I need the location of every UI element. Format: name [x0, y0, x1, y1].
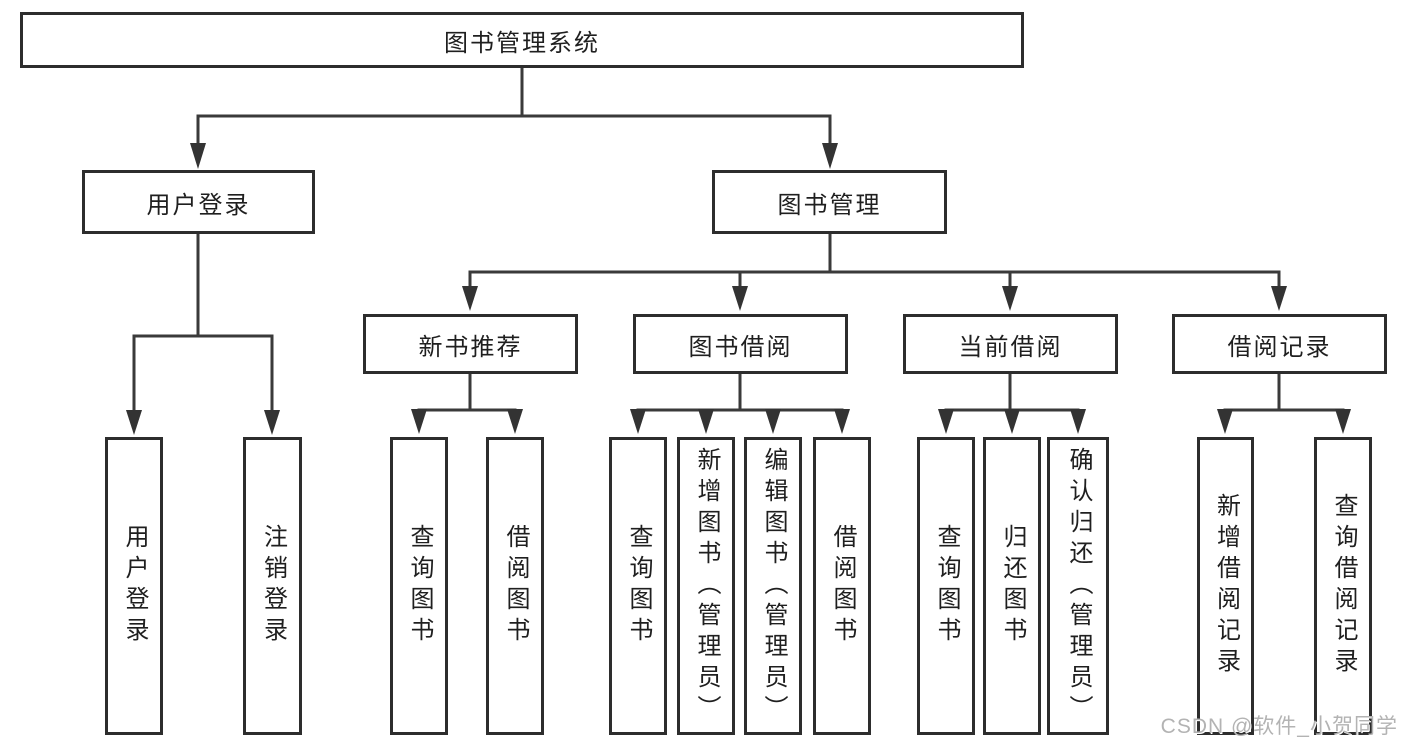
leaf-logout: 注销登录: [243, 437, 302, 735]
node-book-management: 图书管理: [712, 170, 947, 234]
leaf-query-borrow-record: 查询借阅记录: [1314, 437, 1372, 735]
node-root-system: 图书管理系统: [20, 12, 1024, 68]
leaf-query-book-borrow: 查询图书: [609, 437, 667, 735]
node-borrow-records: 借阅记录: [1172, 314, 1387, 374]
node-current-borrow: 当前借阅: [903, 314, 1118, 374]
leaf-query-book-new: 查询图书: [390, 437, 448, 735]
node-new-book-recommend: 新书推荐: [363, 314, 578, 374]
node-user-login: 用户登录: [82, 170, 315, 234]
leaf-borrow-book: 借阅图书: [813, 437, 871, 735]
leaf-add-book-admin: 新增图书（管理员）: [677, 437, 735, 735]
watermark: CSDN @软件_小贺同学: [1160, 715, 1398, 738]
node-book-borrow: 图书借阅: [633, 314, 848, 374]
leaf-confirm-return-admin: 确认归还（管理员）: [1047, 437, 1109, 735]
leaf-edit-book-admin: 编辑图书（管理员）: [744, 437, 802, 735]
leaf-return-book: 归还图书: [983, 437, 1041, 735]
leaf-user-login: 用户登录: [105, 437, 163, 735]
leaf-query-book-current: 查询图书: [917, 437, 975, 735]
leaf-add-borrow-record: 新增借阅记录: [1197, 437, 1254, 735]
leaf-borrow-book-new: 借阅图书: [486, 437, 544, 735]
